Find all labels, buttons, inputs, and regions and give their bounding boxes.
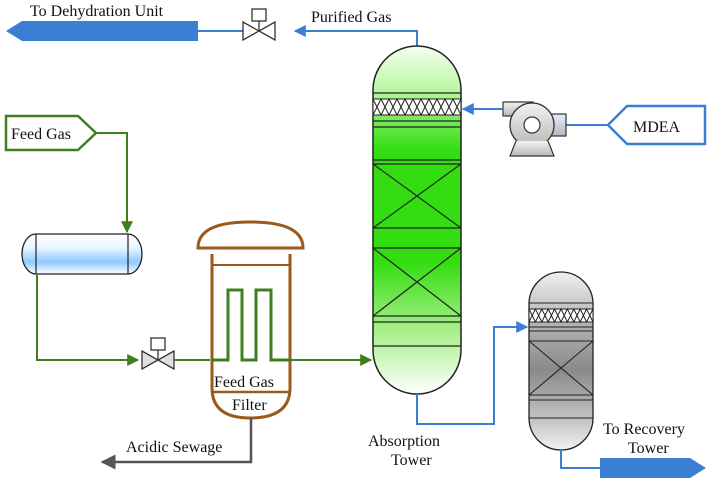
- absorption-tower-label-line2: Tower: [391, 452, 432, 469]
- recovery-label-line2: Tower: [628, 440, 669, 457]
- filter-label-line1: Feed Gas: [214, 374, 274, 391]
- feed-gas-label: Feed Gas: [11, 126, 71, 143]
- filter-label-line2: Filter: [232, 397, 267, 414]
- tower-to-regenerator-line: [416, 321, 529, 425]
- feed-gas-filter: [196, 220, 305, 420]
- mdea-inlet-tag: [606, 104, 707, 146]
- feed-gas-inlet-tag: [4, 114, 98, 152]
- recovery-outlet-arrow: [600, 458, 706, 478]
- mdea-label: MDEA: [633, 119, 681, 136]
- absorption-tower-label-line1: Absorption: [368, 433, 440, 450]
- regenerator-outlet-line: [560, 450, 600, 469]
- feed-gas-valve: [141, 337, 175, 371]
- to-dehydration-label: To Dehydration Unit: [30, 3, 164, 20]
- acidic-sewage-label: Acidic Sewage: [126, 439, 222, 456]
- dehydration-outlet-arrow: [6, 21, 198, 41]
- regeneration-vessel: [528, 271, 594, 451]
- purified-gas-line: [293, 25, 418, 46]
- feed-gas-line: [96, 132, 133, 234]
- recovery-label-line1: To Recovery: [603, 421, 685, 438]
- absorption-tower: [372, 45, 462, 395]
- purified-gas-valve: [242, 8, 276, 42]
- feed-separator-vessel: [21, 233, 143, 275]
- purified-gas-label: Purified Gas: [311, 9, 391, 26]
- acidic-sewage-line: [100, 418, 253, 470]
- mdea-pump: [502, 101, 567, 157]
- separator-to-valve-line: [36, 275, 140, 366]
